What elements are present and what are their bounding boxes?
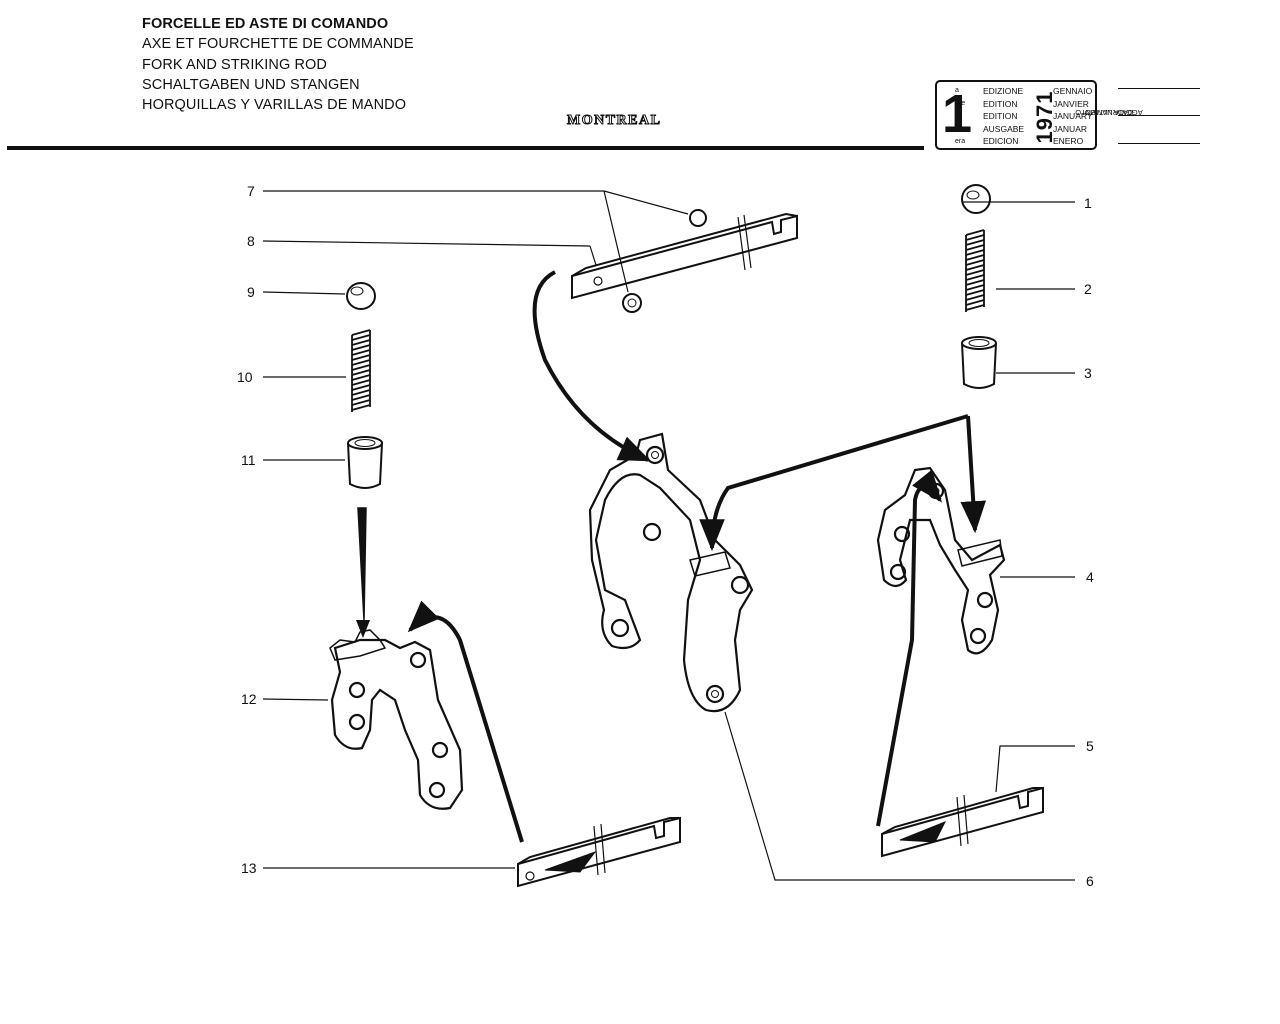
edition-month: JANVIER xyxy=(1053,98,1089,109)
edition-label: EDIZIONE xyxy=(983,86,1024,96)
callout-numbers: 1 2 3 4 5 6 7 8 9 10 11 12 13 xyxy=(237,183,1094,889)
edition-label: EDITION xyxy=(983,111,1018,121)
callout-2: 2 xyxy=(1084,281,1092,297)
edition-suffix: a xyxy=(955,87,959,94)
edition-box: 1 a ere st . era EDIZIONE EDITION EDITIO… xyxy=(935,80,1097,150)
callout-8: 8 xyxy=(247,233,255,249)
header-rule xyxy=(7,146,924,150)
spring-part-2 xyxy=(965,229,985,312)
fork-part-6 xyxy=(588,432,754,713)
edition-label: EDICION xyxy=(983,136,1019,146)
insertion-arrow xyxy=(357,507,367,621)
title-french: AXE ET FOURCHETTE DE COMMANDE xyxy=(142,36,414,53)
fork-part-12 xyxy=(329,629,464,810)
callout-4: 4 xyxy=(1086,569,1094,585)
update-line xyxy=(1118,115,1200,116)
callout-7: 7 xyxy=(247,183,255,199)
callout-3: 3 xyxy=(1084,365,1092,381)
edition-month: ENERO xyxy=(1053,136,1084,146)
nut-part-7 xyxy=(622,209,707,313)
brand-logo: MONTREAL xyxy=(566,113,662,129)
edition-suffix: ere xyxy=(955,100,966,107)
callout-5: 5 xyxy=(1086,738,1094,754)
callout-10: 10 xyxy=(237,369,253,385)
title-spanish: HORQUILLAS Y VARILLAS DE MANDO xyxy=(142,97,407,114)
edition-number: 1 xyxy=(942,84,973,144)
rod-part-8 xyxy=(571,212,798,300)
title-italian: FORCELLE ED ASTE DI COMANDO xyxy=(142,16,389,32)
fork-part-4 xyxy=(876,466,1006,655)
callout-1: 1 xyxy=(1084,195,1092,211)
callout-13: 13 xyxy=(241,860,257,876)
callout-6: 6 xyxy=(1086,873,1094,889)
edition-suffix: . xyxy=(955,126,957,133)
edition-month: GENNAIO xyxy=(1053,86,1093,96)
callout-12: 12 xyxy=(241,691,257,707)
assembly-arrows xyxy=(407,270,987,843)
edition-label: EDITION xyxy=(983,98,1018,109)
edition-suffix: era xyxy=(955,138,966,145)
edition-month: JANUAR xyxy=(1053,123,1088,134)
ball-part-1 xyxy=(961,184,991,214)
callout-9: 9 xyxy=(247,284,255,300)
update-line xyxy=(1118,88,1200,89)
title-block: FORCELLE ED ASTE DI COMANDO AXE ET FOURC… xyxy=(142,14,414,115)
title-english: FORK AND STRIKING ROD xyxy=(142,56,327,73)
callout-11: 11 xyxy=(241,452,256,468)
update-line xyxy=(1118,143,1200,144)
ball-part-9 xyxy=(346,282,376,310)
rod-part-5 xyxy=(881,786,1044,858)
sleeve-part-3 xyxy=(961,336,997,389)
edition-month: JANUARY xyxy=(1053,111,1093,121)
spring-part-10 xyxy=(351,329,371,412)
rod-part-13 xyxy=(517,816,681,888)
edition-label: AUSGABE xyxy=(983,123,1025,134)
leader-lines xyxy=(262,190,1075,881)
sleeve-part-11 xyxy=(347,436,383,489)
edition-suffix: st xyxy=(955,113,961,120)
title-german: SCHALTGABEN UND STANGEN xyxy=(142,76,360,93)
